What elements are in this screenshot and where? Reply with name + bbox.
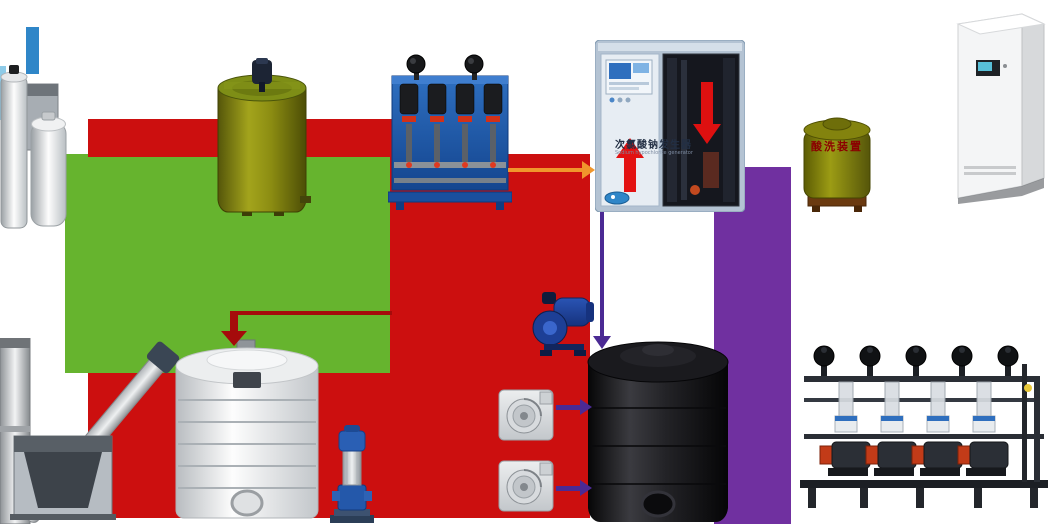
- vertical-multistage-pump: [328, 425, 376, 524]
- generator-title: 次氯酸钠发生器: [615, 140, 692, 151]
- blower-2: [498, 456, 556, 514]
- flow-arrowhead-right-indigo-icon: [580, 399, 592, 415]
- flow-arrowhead-down-indigo-icon: [593, 336, 611, 349]
- black-tank-graphic: [587, 341, 729, 523]
- flow-arrow-blower2-to-tank: [556, 486, 582, 491]
- blower-2-graphic: [498, 460, 554, 512]
- blower-1: [498, 386, 556, 441]
- generator-graphic: [594, 39, 746, 213]
- sodium-hypochlorite-generator: 次氯酸钠发生器 Sodium hypochlorite generator: [594, 39, 746, 213]
- acid-wash-tank-graphic: [803, 117, 871, 212]
- flow-arrowhead-right-orange-icon: [582, 161, 595, 179]
- salt-dissolving-tank: [172, 336, 322, 524]
- blower-1-graphic: [498, 389, 554, 441]
- vertical-pump-graphic: [330, 425, 374, 523]
- dosing-pump-skid: [798, 342, 1051, 512]
- flow-line-red-horizontal: [236, 311, 392, 315]
- electrical-control-cabinet: [952, 8, 1049, 204]
- water-softener-unit: [0, 62, 68, 230]
- flow-arrowhead-down-red-icon: [221, 331, 247, 346]
- flow-arrow-generator-to-tank: [600, 212, 604, 338]
- metering-pump-skid: [387, 54, 513, 214]
- blue-accent-bar: [26, 27, 39, 74]
- acid-wash-label: 酸洗装置: [811, 140, 863, 153]
- flow-arrow-skid-to-generator: [508, 168, 584, 172]
- transfer-pump-graphic: [532, 292, 594, 356]
- flow-arrowhead-right-indigo-icon-2: [580, 480, 592, 496]
- acid-wash-tank: 酸洗装置: [800, 110, 874, 212]
- dosing-pump-skid-graphic: [800, 345, 1048, 508]
- control-cabinet-graphic: [956, 13, 1046, 204]
- salt-tank-graphic: [175, 339, 319, 519]
- generator-subtitle: Sodium hypochlorite generator: [615, 150, 693, 156]
- chemical-dosing-tank: [212, 58, 312, 220]
- water-softener-graphic: [0, 65, 67, 229]
- transfer-pump: [530, 290, 596, 358]
- metering-pump-skid-graphic: [387, 54, 513, 210]
- screw-conveyor-graphic: [0, 337, 180, 524]
- dosing-tank-graphic: [217, 58, 311, 216]
- black-storage-tank: [586, 328, 730, 524]
- screw-conveyor-with-hopper: [0, 337, 195, 524]
- flow-arrow-to-salt-tank: [230, 311, 238, 333]
- flow-arrow-blower1-to-tank: [556, 405, 582, 410]
